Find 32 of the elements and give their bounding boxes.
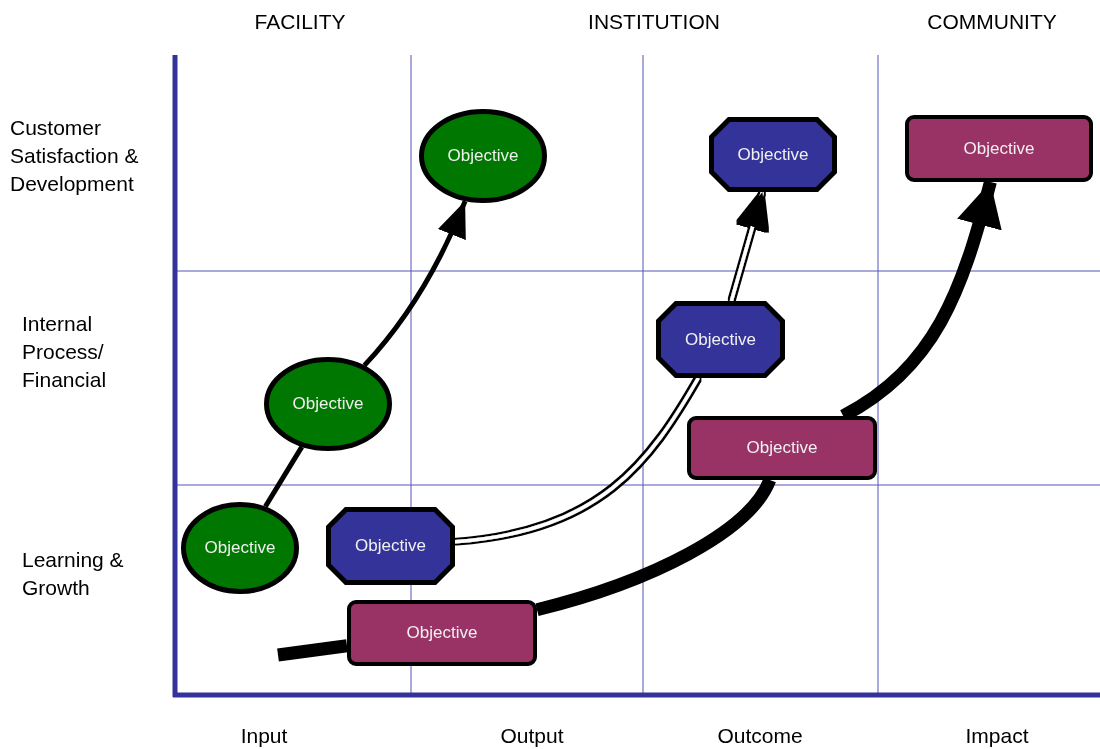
column-header: COMMUNITY <box>926 9 1058 35</box>
objective-label: Objective <box>746 438 818 458</box>
objective-ellipse <box>264 357 392 451</box>
objective-label: Objective <box>406 623 478 643</box>
objective-label: Objective <box>204 538 276 558</box>
row-label: Internal Process/ Financial <box>22 311 108 393</box>
column-header: INSTITUTION <box>587 9 721 35</box>
connector-line <box>277 639 348 662</box>
connector-line <box>263 445 304 508</box>
objective-label: Objective <box>963 138 1035 159</box>
objective-label: Objective <box>737 144 809 165</box>
objective-octagon <box>326 507 455 585</box>
objective-label: Objective <box>355 536 426 556</box>
objective-label: Objective <box>292 394 364 414</box>
objective-label: Objective <box>685 329 756 350</box>
objective-octagon <box>656 301 785 378</box>
objective-label: Objective <box>447 146 519 166</box>
row-label: Customer Satisfaction & Development <box>10 115 140 197</box>
axis-label: Output <box>499 723 565 749</box>
objective-octagon <box>709 117 837 192</box>
connector-line <box>535 477 776 616</box>
column-header: FACILITY <box>253 9 347 35</box>
objective-ellipse <box>181 502 299 594</box>
arrow <box>362 200 468 368</box>
axis-label: Input <box>239 723 289 749</box>
axis-label: Outcome <box>716 723 804 749</box>
objective-box <box>347 600 537 666</box>
objective-box <box>687 416 877 480</box>
objective-box <box>905 115 1093 182</box>
row-label: Learning & Growth <box>22 547 125 601</box>
objective-ellipse <box>419 109 547 203</box>
axis-label: Impact <box>964 723 1030 749</box>
